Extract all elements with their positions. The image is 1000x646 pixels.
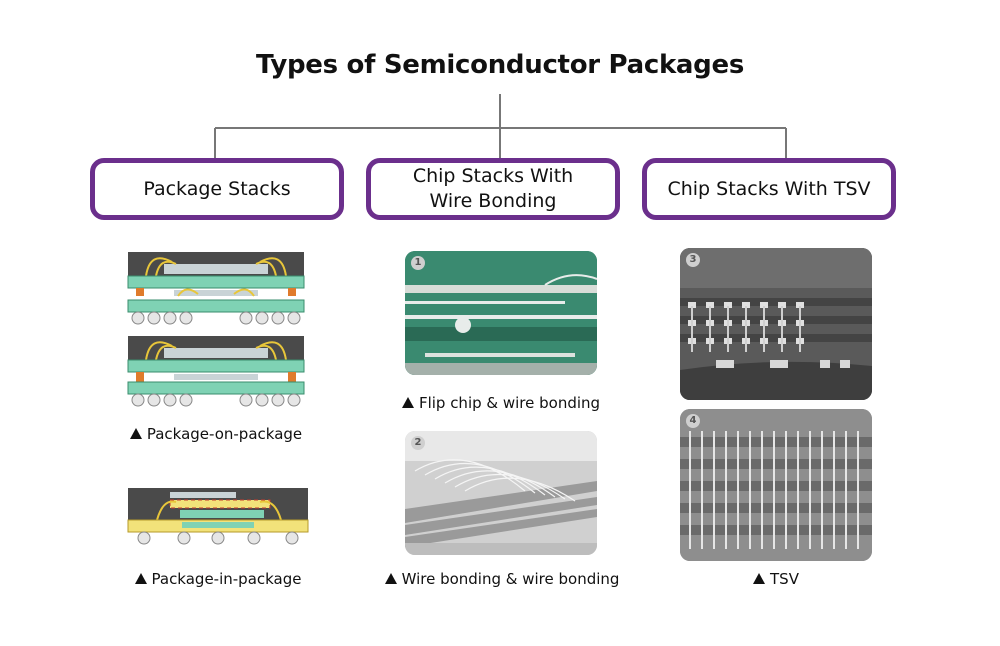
- category-chip-stacks-wire-bonding: Chip Stacks With Wire Bonding: [366, 158, 620, 220]
- caption-pip: Package-in-package: [118, 570, 318, 588]
- category-label: Package Stacks: [143, 177, 291, 200]
- triangle-icon: [129, 428, 142, 439]
- pip-illustration: [127, 488, 309, 545]
- caption-flip: Flip chip & wire bonding: [395, 394, 607, 412]
- tsv-photo-3: 3: [680, 248, 872, 400]
- tsv-photo-4: 4: [680, 409, 872, 561]
- pop-illustration: [127, 252, 305, 407]
- triangle-icon: [753, 573, 766, 584]
- photo-number-badge: 4: [686, 414, 700, 428]
- triangle-icon: [134, 573, 147, 584]
- pop-upper-package: [127, 252, 305, 325]
- photo-number-badge: 1: [411, 256, 425, 270]
- triangle-icon: [401, 397, 414, 408]
- photo-number-badge: 3: [686, 253, 700, 267]
- photo-number-badge: 2: [411, 436, 425, 450]
- category-package-stacks: Package Stacks: [90, 158, 344, 220]
- category-chip-stacks-tsv: Chip Stacks With TSV: [642, 158, 896, 220]
- pop-lower-package: [127, 336, 305, 407]
- flip-chip-photo: 1: [405, 251, 597, 375]
- caption-pop: Package-on-package: [118, 425, 314, 443]
- category-label: Chip Stacks With Wire Bonding: [412, 165, 574, 212]
- caption-tsv: TSV: [726, 570, 826, 588]
- caption-wire: Wire bonding & wire bonding: [380, 570, 624, 588]
- category-label: Chip Stacks With TSV: [667, 177, 871, 200]
- wire-bonding-photo: 2: [405, 431, 597, 555]
- page-title: Types of Semiconductor Packages: [255, 50, 744, 80]
- triangle-icon: [384, 573, 397, 584]
- tree-connector: [214, 94, 787, 158]
